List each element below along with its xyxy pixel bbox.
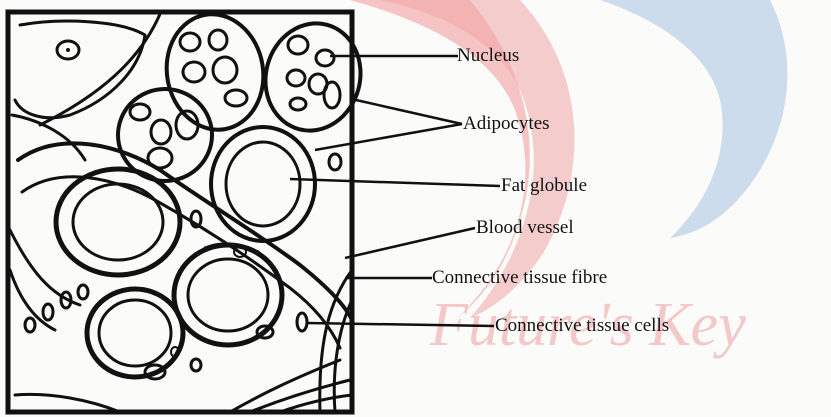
connective-fibre-top bbox=[40, 14, 160, 125]
label-connective-tissue-fibre: Connective tissue fibre bbox=[432, 268, 607, 287]
leader-blood-vessel bbox=[345, 228, 475, 258]
label-fat-globule: Fat globule bbox=[501, 176, 587, 195]
watermark-blue-shape bbox=[600, 0, 787, 238]
label-connective-tissue-cells: Connective tissue cells bbox=[495, 316, 669, 335]
leader-adipocytes-b bbox=[315, 124, 462, 150]
connective-tissue-cell bbox=[25, 318, 35, 332]
adipocyte-bottom-left bbox=[87, 289, 183, 377]
label-nucleus: Nucleus bbox=[457, 46, 519, 65]
label-blood-vessel: Blood vessel bbox=[476, 218, 574, 237]
leader-fat-globule bbox=[290, 179, 500, 186]
adipocyte-top-middle bbox=[158, 7, 273, 138]
leader-adipocytes-a bbox=[356, 100, 462, 124]
label-adipocytes: Adipocytes bbox=[463, 114, 550, 133]
fat-globule bbox=[226, 142, 300, 226]
